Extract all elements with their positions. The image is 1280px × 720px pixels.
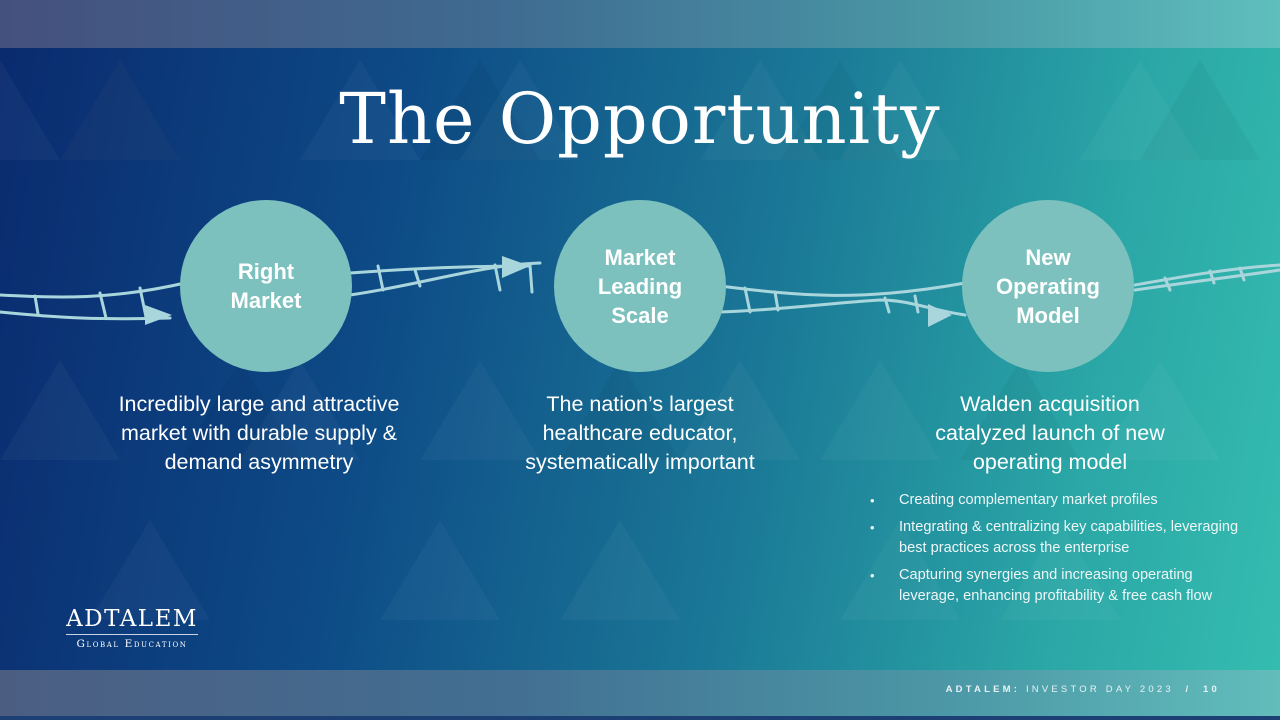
pillar-circle-label: New Operating Model (996, 244, 1100, 328)
bullet-text: Creating complementary market profiles (899, 492, 1158, 508)
footer-separator: / (1185, 684, 1192, 695)
slide-footer: ADTALEM: INVESTOR DAY 2023 / 10 (946, 684, 1220, 695)
bullet-item: • Creating complementary market profiles (870, 490, 1250, 511)
bullet-text: Integrating & centralizing key capabilit… (899, 519, 1239, 556)
slide-title: The Opportunity (339, 78, 941, 160)
bottom-accent-line (0, 716, 1280, 720)
logo-divider (66, 634, 198, 635)
bullet-dot-icon: • (870, 520, 875, 535)
operating-model-bullet-list: • Creating complementary market profiles… (870, 490, 1250, 613)
pillar-circle-label: Right Market (230, 259, 302, 313)
logo-tagline: Global Education (76, 638, 188, 650)
dna-helix-graphic (0, 256, 1280, 327)
bullet-text: Capturing synergies and increasing opera… (899, 567, 1213, 604)
footer-event: INVESTOR DAY 2023 (1025, 684, 1174, 695)
pillar-description-right-market: Incredibly large and attractive market w… (118, 392, 400, 474)
footer-page-number: 10 (1203, 684, 1220, 695)
adtalem-logo: ADTALEM Global Education (62, 606, 202, 650)
top-band (0, 0, 1280, 48)
footer-brand: ADTALEM: (945, 684, 1021, 695)
pillar-description-new-operating-model: Walden acquisition catalyzed launch of n… (935, 392, 1165, 474)
pillar-circle-label: Market Leading Scale (597, 244, 683, 328)
bullet-item: • Capturing synergies and increasing ope… (870, 565, 1250, 607)
bullet-dot-icon: • (870, 568, 875, 583)
bullet-item: • Integrating & centralizing key capabil… (870, 517, 1250, 559)
pillar-circle-right-market: Right Market (180, 200, 352, 372)
pillar-circle-market-leading-scale: Market Leading Scale (554, 200, 726, 372)
bullet-dot-icon: • (870, 493, 875, 508)
logo-wordmark: ADTALEM (66, 606, 198, 632)
pillar-circle-new-operating-model: New Operating Model (962, 200, 1134, 372)
bottom-band (0, 670, 1280, 720)
pillar-description-market-leading-scale: The nation’s largest healthcare educator… (525, 392, 755, 474)
